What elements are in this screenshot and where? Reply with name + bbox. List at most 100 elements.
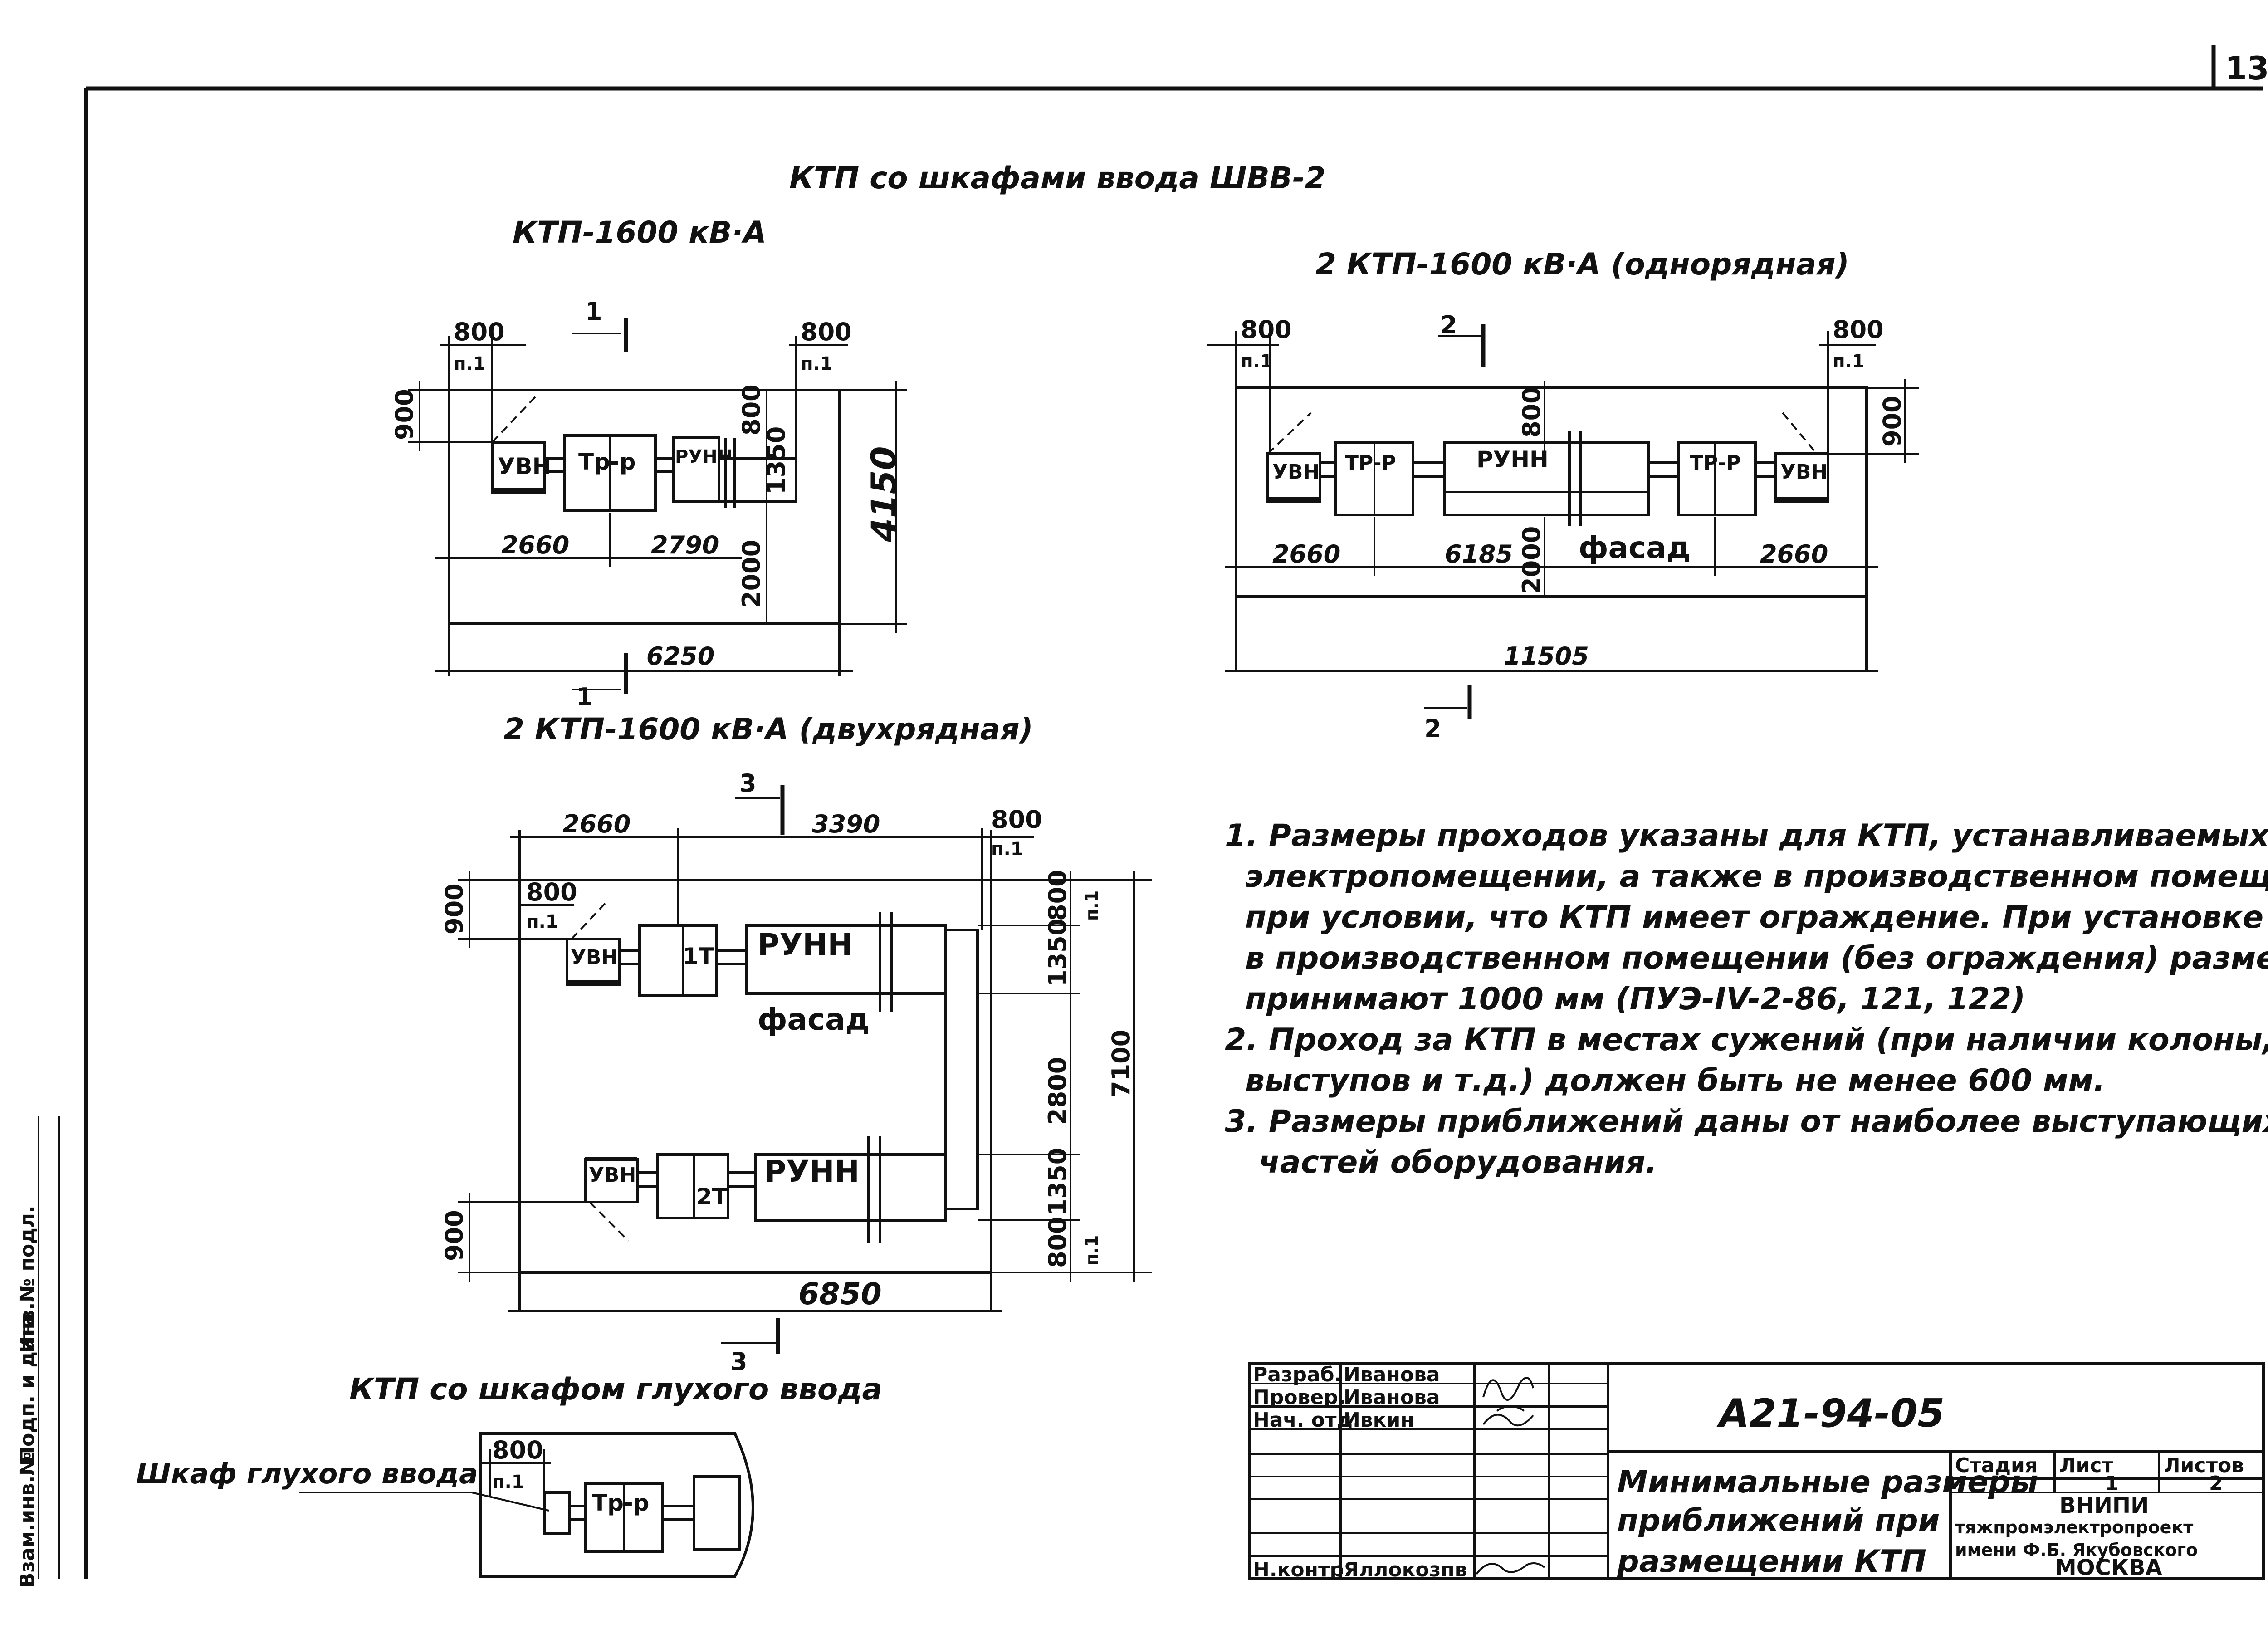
diagram1-p1-left: п.1	[454, 353, 486, 374]
note-line-6: 2. Проход за КТП в местах сужений (при н…	[1225, 1022, 2268, 1058]
diagram2-dim-side-right: 800	[1833, 315, 1884, 344]
diagram2-transformer-right-label: ТР-Р	[1690, 451, 1741, 475]
tb-org-4: МОСКВА	[2055, 1555, 2162, 1580]
diagram1-uvn-label: УВН	[498, 453, 552, 479]
tb-org-3: имени Ф.Б. Якубовского	[1955, 1540, 2198, 1560]
diagram2-uvn-right-box	[1774, 452, 1829, 503]
diagram1-dim-side-left: 800	[454, 318, 505, 346]
diagram4-p1: п.1	[492, 1472, 524, 1492]
note-line-9: частей оборудования.	[1259, 1145, 1657, 1180]
tb-desc-2: приближений при	[1617, 1503, 1940, 1539]
diagram1-dim-side-right: 800	[801, 318, 852, 346]
diagram3-section-top: 3	[739, 769, 757, 797]
diagram3-facade-label: фасад	[758, 1002, 870, 1037]
tb-role-3: Нач. отд.	[1253, 1409, 1360, 1432]
diagram3-dim-top1: 2660	[562, 810, 631, 838]
diagram4-dim-side: 800	[492, 1436, 543, 1464]
diagram3-dim-r1: 800	[1043, 870, 1072, 921]
tb-code: А21-94-05	[1716, 1391, 1945, 1436]
tb-name-3: Ивкин	[1344, 1409, 1414, 1432]
diagram1-dim-width-total: 6250	[646, 642, 714, 670]
note-line-2: электропомещении, а также в производстве…	[1245, 859, 2268, 895]
diagram4-title: КТП со шкафом глухого ввода	[349, 1372, 882, 1407]
diagram4-callout: Шкаф глухого ввода	[136, 1457, 478, 1490]
diagram1-dim-bottom-gap: 2000	[737, 540, 766, 608]
side-stamp: Инв.№ подл. Подп. и дата Взам.инв.№	[16, 1116, 60, 1588]
diagram3-dim-r5: 800	[1043, 1217, 1072, 1268]
diagram3-dim-side-inner: 800	[526, 878, 577, 906]
diagram3-dim-gap-bottom: 900	[440, 1210, 469, 1261]
diagram1-dim-right-gap: 800	[737, 384, 766, 435]
diagram3-dim-r3: 2800	[1043, 1057, 1072, 1125]
diagram1-uvn-box	[491, 441, 546, 494]
diagram-ktp-1600: КТП-1600 кВ·А УВН Тр-р РУНН 800 п.1 800 …	[390, 215, 907, 711]
side-stamp-1: Инв.№ подл.	[16, 1205, 39, 1353]
diagram2-dim-width-total: 11505	[1504, 642, 1589, 670]
tb-col-value-3: 2	[2209, 1472, 2223, 1495]
tb-role-4: Н.контр.	[1253, 1558, 1352, 1581]
tb-desc-1: Минимальные размеры	[1617, 1464, 2038, 1500]
diagram3-dim-r4: 1350	[1043, 1148, 1072, 1216]
diagram3-t2-label: 2Т	[696, 1184, 728, 1210]
diagram3-section-bottom: 3	[730, 1347, 748, 1376]
diagram3-uvn2-box	[584, 1158, 639, 1203]
diagram-blind-entry: КТП со шкафом глухого ввода Тр-р 800 п.1…	[136, 1372, 882, 1578]
diagram3-runn2-box	[754, 1153, 947, 1222]
tb-name-4: Яллокозпв	[1344, 1558, 1467, 1581]
diagram1-title: КТП-1600 кВ·А	[513, 215, 767, 250]
tb-col-header-2: Лист	[2059, 1454, 2113, 1477]
main-title: КТП со шкафами ввода ШВВ-2	[789, 161, 1325, 196]
signature-2	[1482, 1414, 1534, 1427]
diagram3-dim-width-total: 6850	[798, 1277, 882, 1311]
diagram1-dim-seg1: 2660	[501, 531, 569, 559]
diagram2-transformer-left-label: ТР-Р	[1345, 451, 1396, 475]
diagram2-transformer-right-box	[1677, 441, 1757, 516]
tb-col-value-2: 1	[2105, 1472, 2119, 1495]
side-stamp-2: Подп. и дата	[16, 1313, 39, 1463]
diagram3-t2-box	[656, 1153, 729, 1219]
diagram2-dim-top-gap-mid: 800	[1517, 386, 1546, 438]
note-line-7: выступов и т.д.) должен быть не менее 60…	[1245, 1063, 2105, 1099]
diagram4-transformer-label: Тр-р	[592, 1490, 649, 1516]
diagram3-t1-label: 1Т	[683, 943, 714, 969]
diagram-2ktp-single-row: 2 КТП-1600 кВ·А (однорядная) УВН ТР-Р РУ…	[1207, 247, 1919, 743]
diagram2-uvn-left-label: УВН	[1272, 460, 1320, 484]
diagram3-uvn2-label: УВН	[589, 1164, 636, 1187]
diagram3-runn2-label: РУНН	[764, 1154, 860, 1189]
diagram4-callout-text: Шкаф глухого ввода	[136, 1457, 478, 1490]
diagram3-runn1-box	[745, 924, 947, 995]
note-line-8: 3. Размеры приближений даны от наиболее …	[1225, 1104, 2268, 1140]
tb-col-header-3: Листов	[2164, 1454, 2244, 1477]
diagram3-dim-top2: 3390	[812, 810, 880, 838]
tb-name-2: Иванова	[1344, 1386, 1440, 1409]
notes-block: 1. Размеры проходов указаны для КТП, уст…	[1225, 818, 2268, 1180]
diagram1-transformer-label: Тр-р	[578, 449, 635, 475]
tb-org-1: ВНИПИ	[2059, 1493, 2149, 1518]
signature-1	[1482, 1377, 1534, 1412]
diagram2-uvn-left-box	[1266, 452, 1321, 503]
side-stamp-3: Взам.инв.№	[16, 1452, 39, 1588]
diagram2-dim-bottom-gap: 2000	[1517, 526, 1546, 594]
diagram2-dim-seg2: 6185	[1445, 540, 1513, 568]
tb-col-header-1: Стадия	[1955, 1454, 2038, 1477]
tb-role-1: Разраб.	[1253, 1363, 1342, 1386]
sheet-frame: 13	[84, 45, 2268, 1579]
diagram2-runn-box	[1443, 441, 1650, 516]
diagram1-p1-right: п.1	[801, 353, 833, 374]
diagram1-runn-box	[672, 436, 720, 503]
diagram2-section-top: 2	[1440, 311, 1457, 339]
diagram3-p1-inner: п.1	[526, 911, 558, 932]
diagram3-uvn1-box	[566, 938, 621, 986]
diagram2-dim-seg3: 2660	[1760, 540, 1828, 568]
tb-role-2: Провер.	[1253, 1386, 1345, 1409]
diagram1-section-bottom: 1	[576, 683, 593, 711]
diagram-2ktp-double-row: 2 КТП-1600 кВ·А (двухрядная) УВН 1Т РУНН…	[440, 712, 1152, 1376]
diagram3-p1-r-bot: п.1	[1082, 1235, 1102, 1266]
diagram3-p1-r-top: п.1	[1082, 890, 1102, 921]
diagram1-section-top: 1	[585, 297, 602, 326]
diagram2-title: 2 КТП-1600 кВ·А (однорядная)	[1315, 247, 1849, 282]
note-line-4: в производственном помещении (без огражд…	[1245, 940, 2268, 976]
tb-name-1: Иванова	[1344, 1363, 1440, 1386]
diagram3-dim-gap-top: 900	[440, 883, 469, 934]
note-line-3: при условии, что КТП имеет ограждение. П…	[1245, 900, 2268, 935]
